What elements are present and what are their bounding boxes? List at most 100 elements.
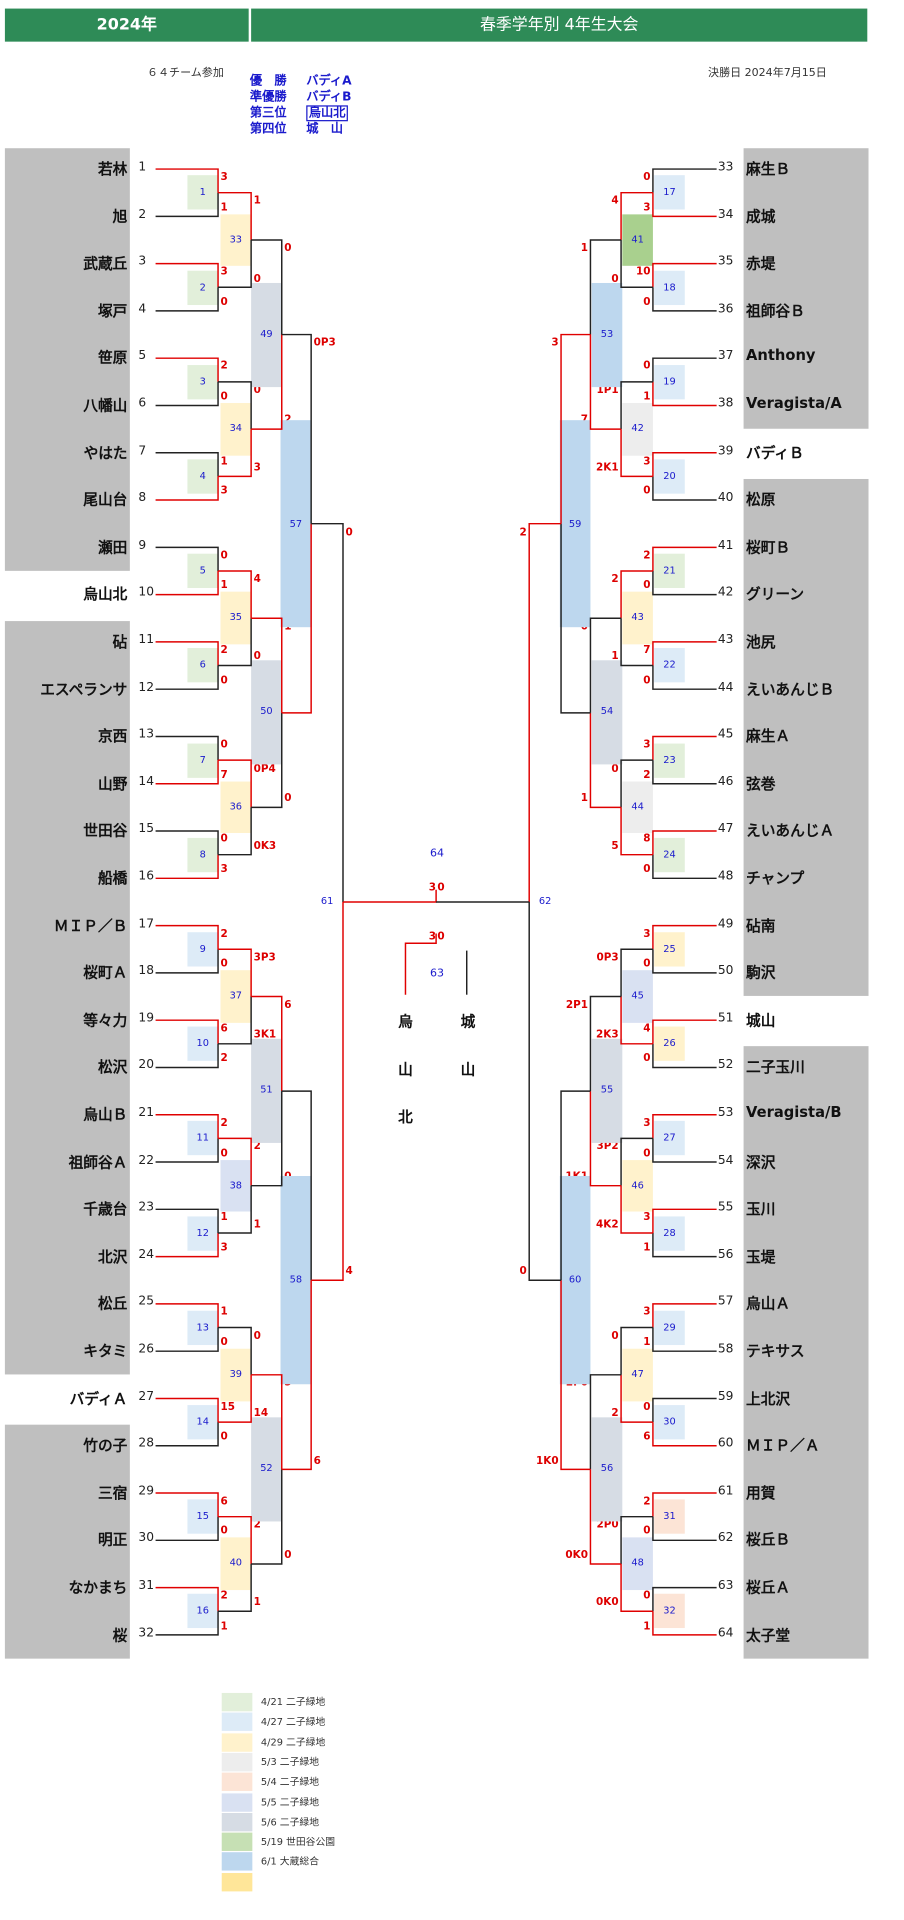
right-r2-line — [620, 618, 653, 667]
score: 2 — [611, 573, 619, 586]
left-r1-line — [155, 1138, 219, 1163]
seed-number: 61 — [717, 1484, 734, 1498]
right-r4-match-box: 60 — [559, 1176, 591, 1385]
right-semi-line — [528, 901, 562, 1281]
score: 1 — [643, 1336, 651, 1349]
legend-label: 5/19 世田谷公園 — [260, 1836, 336, 1848]
left-r2-match-box: 39 — [220, 1348, 252, 1401]
left-r1-line — [155, 1611, 219, 1636]
left-r1-line — [155, 262, 219, 288]
seed-number: 25 — [138, 1295, 155, 1309]
seed-number: 28 — [138, 1437, 155, 1451]
team-name-right: テキサス — [746, 1342, 805, 1360]
seed-number: 42 — [717, 586, 734, 600]
seed-number: 4 — [138, 302, 147, 316]
score: 8 — [643, 833, 651, 846]
right-r3-match-box: 56 — [591, 1417, 623, 1522]
score: 2 — [611, 1407, 619, 1420]
left-r2-match-box: 35 — [220, 592, 252, 645]
score: 0 — [284, 792, 292, 805]
right-r3-match-box: 55 — [591, 1039, 623, 1144]
right-r3-line — [589, 1374, 622, 1470]
score: 0 — [220, 1147, 228, 1160]
right-r1-match-box: 23 — [654, 742, 685, 778]
score: 0 — [220, 833, 228, 846]
seed-number: 10 — [138, 586, 155, 600]
left-r2-line — [218, 1185, 252, 1234]
left-r3-match-box: 51 — [251, 1039, 282, 1144]
score: 0 — [643, 485, 651, 498]
header-year: 2024年 — [4, 8, 249, 42]
team-name-right: 深沢 — [746, 1153, 776, 1171]
team-name-right: 玉堤 — [746, 1248, 776, 1266]
score: 1 — [611, 650, 619, 664]
left-semi-line — [311, 522, 344, 902]
right-r2-line — [620, 191, 653, 240]
seed-number: 55 — [717, 1200, 734, 1215]
score: 0 — [220, 296, 228, 309]
left-r3-line — [251, 617, 283, 713]
right-r1-line — [652, 760, 717, 785]
left-r1-line — [155, 1114, 219, 1139]
score: 3 — [643, 1211, 651, 1225]
right-r1-line — [652, 735, 717, 761]
score: 0 — [643, 171, 651, 184]
right-r1-line — [652, 357, 717, 382]
legend-label: 4/29 二子緑地 — [260, 1736, 326, 1748]
right-r1-line — [652, 1327, 717, 1352]
third-line — [404, 933, 437, 995]
score: 2 — [253, 1140, 261, 1154]
score: 1 — [220, 579, 228, 593]
third-left-char: 北 — [398, 1108, 413, 1126]
score: 3P2 — [596, 1140, 619, 1154]
left-r2-match-box: 37 — [220, 970, 252, 1023]
right-r1-line — [652, 1043, 717, 1069]
final-date: 決勝日 2024年7月15日 — [708, 67, 827, 80]
seed-number: 3 — [138, 255, 147, 269]
score: 0K0 — [565, 1549, 588, 1562]
left-r1-line — [155, 1422, 219, 1447]
score: 0 — [253, 384, 261, 397]
seed-number: 13 — [138, 727, 155, 742]
score: 3 — [643, 1306, 651, 1319]
team-name-right: 城山 — [746, 1011, 776, 1029]
team-panel — [4, 1424, 130, 1659]
right-r2-line — [620, 996, 653, 1045]
team-name-left: 笹原 — [97, 349, 128, 367]
right-r1-line — [652, 641, 717, 666]
score: 3 — [220, 485, 228, 498]
legend-swatch — [221, 1692, 253, 1712]
score: 2 — [220, 644, 228, 657]
right-r1-line — [652, 452, 717, 477]
score: 0 — [253, 1329, 261, 1343]
result-place: 優 勝 — [249, 74, 287, 89]
left-r2-line — [218, 1326, 252, 1375]
seed-number: 26 — [138, 1342, 155, 1357]
left-r1-line — [155, 830, 219, 855]
score: 1 — [643, 1241, 651, 1255]
left-r1-match-box: 6 — [187, 648, 219, 683]
seed-number: 52 — [717, 1058, 734, 1073]
score: 0 — [345, 526, 353, 539]
left-r2-line — [218, 1563, 252, 1612]
right-r1-match-box: 20 — [654, 459, 685, 494]
team-name-left: 武蔵丘 — [83, 255, 128, 273]
team-name-left: 北沢 — [97, 1248, 128, 1266]
third-left-char: 山 — [398, 1060, 413, 1078]
score: 0 — [643, 958, 651, 971]
right-r1-line — [652, 924, 717, 950]
right-r1-line — [652, 1586, 717, 1612]
score: 3 — [643, 1117, 651, 1130]
score: 3 — [253, 461, 261, 474]
team-name-right: 麻生Ａ — [746, 727, 791, 746]
seed-number: 2 — [138, 207, 147, 222]
score: 0 — [220, 958, 228, 971]
right-r2-match-box: 45 — [622, 970, 653, 1023]
score: 0 — [284, 1549, 292, 1562]
seed-number: 48 — [717, 869, 734, 884]
seed-number: 45 — [717, 727, 734, 742]
team-name-left: 京西 — [97, 727, 128, 746]
header-title: 春季学年別 4年生大会 — [251, 8, 868, 42]
team-name-left: 桜町Ａ — [83, 964, 128, 982]
score: 0K0 — [596, 1596, 619, 1609]
